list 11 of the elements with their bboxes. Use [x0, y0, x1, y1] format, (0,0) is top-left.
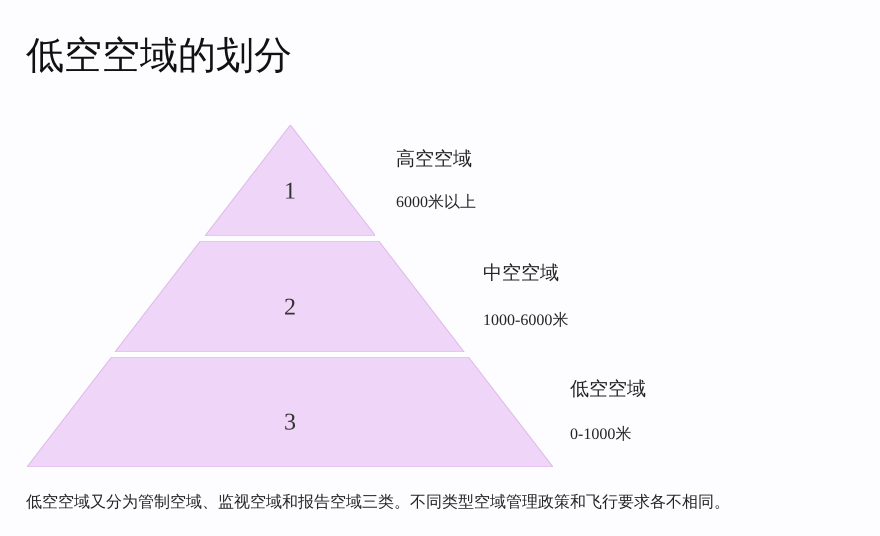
layer-name: 中空空域	[483, 261, 559, 286]
layer-number: 1	[284, 178, 296, 206]
layer-name: 高空空域	[396, 147, 472, 172]
layer-name: 低空空域	[570, 377, 646, 402]
title: 低空空域的划分	[26, 32, 292, 79]
altitude-range: 1000-6000米	[483, 310, 568, 331]
altitude-range: 0-1000米	[570, 424, 632, 445]
altitude-range: 6000米以上	[396, 192, 476, 213]
layer-number: 2	[284, 294, 296, 322]
caption: 低空空域又分为管制空域、监视空域和报告空域三类。不同类型空域管理政策和飞行要求各不相同。	[26, 492, 730, 513]
layer-number: 3	[284, 410, 296, 436]
